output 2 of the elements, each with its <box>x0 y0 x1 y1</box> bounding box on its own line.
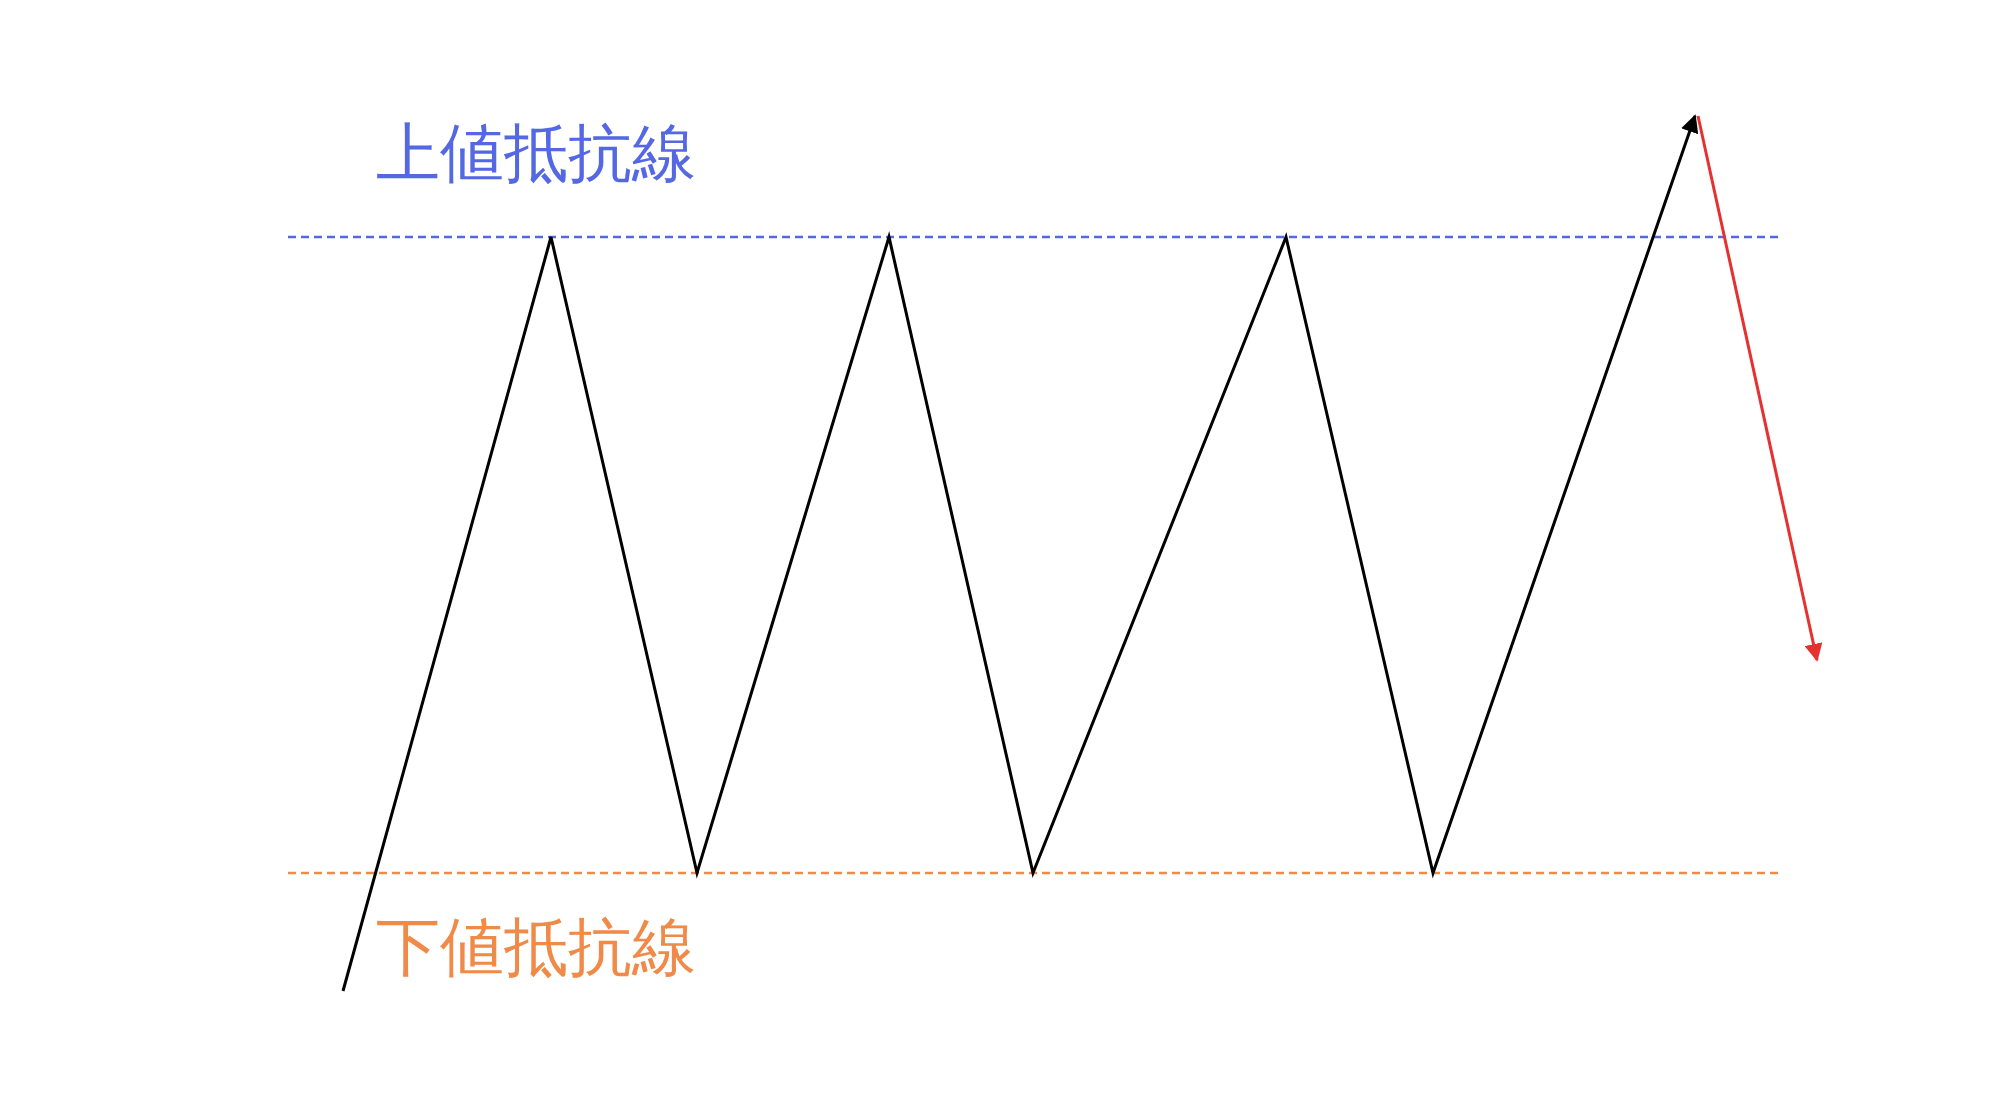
lower-line-label: 下値抵抗線 <box>376 912 696 983</box>
upper-line-label: 上値抵抗線 <box>376 118 696 189</box>
